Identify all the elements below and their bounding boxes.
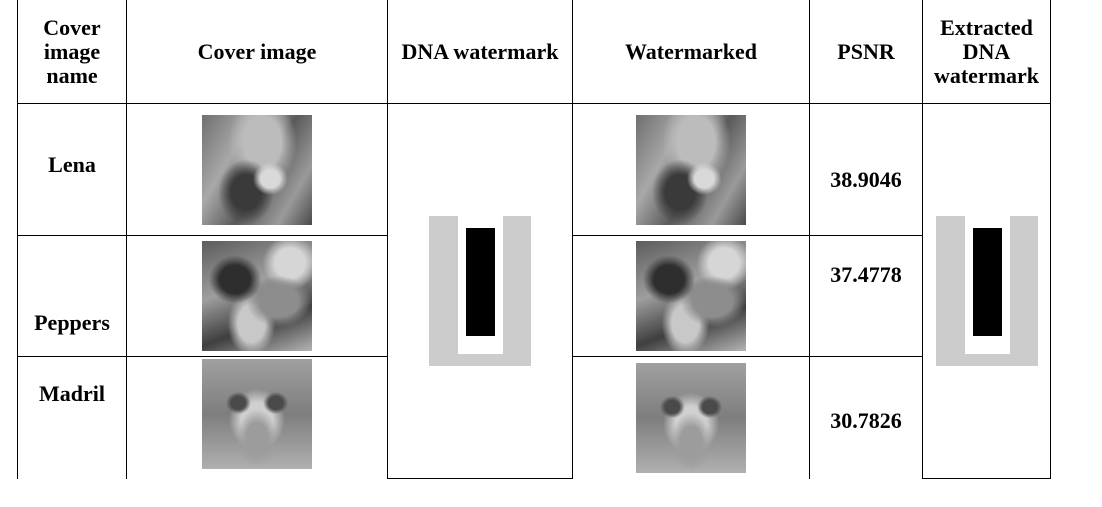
extracted-watermark-black-bar	[972, 228, 1002, 336]
cover-image-peppers-cell	[126, 235, 388, 357]
results-table: Cover image name Cover image DNA waterma…	[17, 0, 1051, 479]
psnr-madril: 30.7826	[809, 356, 923, 479]
table-row: Madril 30.7826	[17, 356, 1051, 479]
madril-cover-image	[202, 359, 312, 469]
watermarked-image-lena-cell	[572, 103, 810, 236]
watermarked-image-madril-cell	[572, 356, 810, 479]
row-name-peppers: Peppers	[17, 235, 127, 357]
table-header-row: Cover image name Cover image DNA waterma…	[17, 0, 1051, 104]
peppers-cover-image	[202, 241, 312, 351]
lena-cover-image	[202, 114, 312, 225]
extracted-watermark-cell	[922, 103, 1051, 479]
peppers-watermarked-image	[636, 241, 746, 351]
dna-watermark-cell	[387, 103, 573, 479]
header-watermarked: Watermarked	[572, 0, 810, 104]
dna-watermark-black-bar	[466, 228, 495, 336]
header-cover-image-name: Cover image name	[17, 0, 127, 104]
madril-watermarked-image	[636, 363, 746, 473]
row-name-madril: Madril	[17, 356, 127, 479]
dna-watermark-image	[429, 216, 531, 366]
extracted-dna-watermark-image	[935, 216, 1038, 366]
cover-image-lena-cell	[126, 103, 388, 236]
psnr-peppers: 37.4778	[809, 235, 923, 357]
psnr-lena: 38.9046	[809, 103, 923, 236]
lena-watermarked-image	[636, 114, 746, 225]
table-row: Lena 38.9046	[17, 103, 1051, 479]
header-cover-image: Cover image	[126, 0, 388, 104]
row-name-lena: Lena	[17, 103, 127, 236]
header-dna-watermark: DNA watermark	[387, 0, 573, 104]
header-psnr: PSNR	[809, 0, 923, 104]
cover-image-madril-cell	[126, 356, 388, 479]
header-extracted-dna-watermark: Extracted DNA watermark	[922, 0, 1051, 104]
table-row: Peppers 37.4778	[17, 235, 1051, 357]
watermarked-image-peppers-cell	[572, 235, 810, 357]
